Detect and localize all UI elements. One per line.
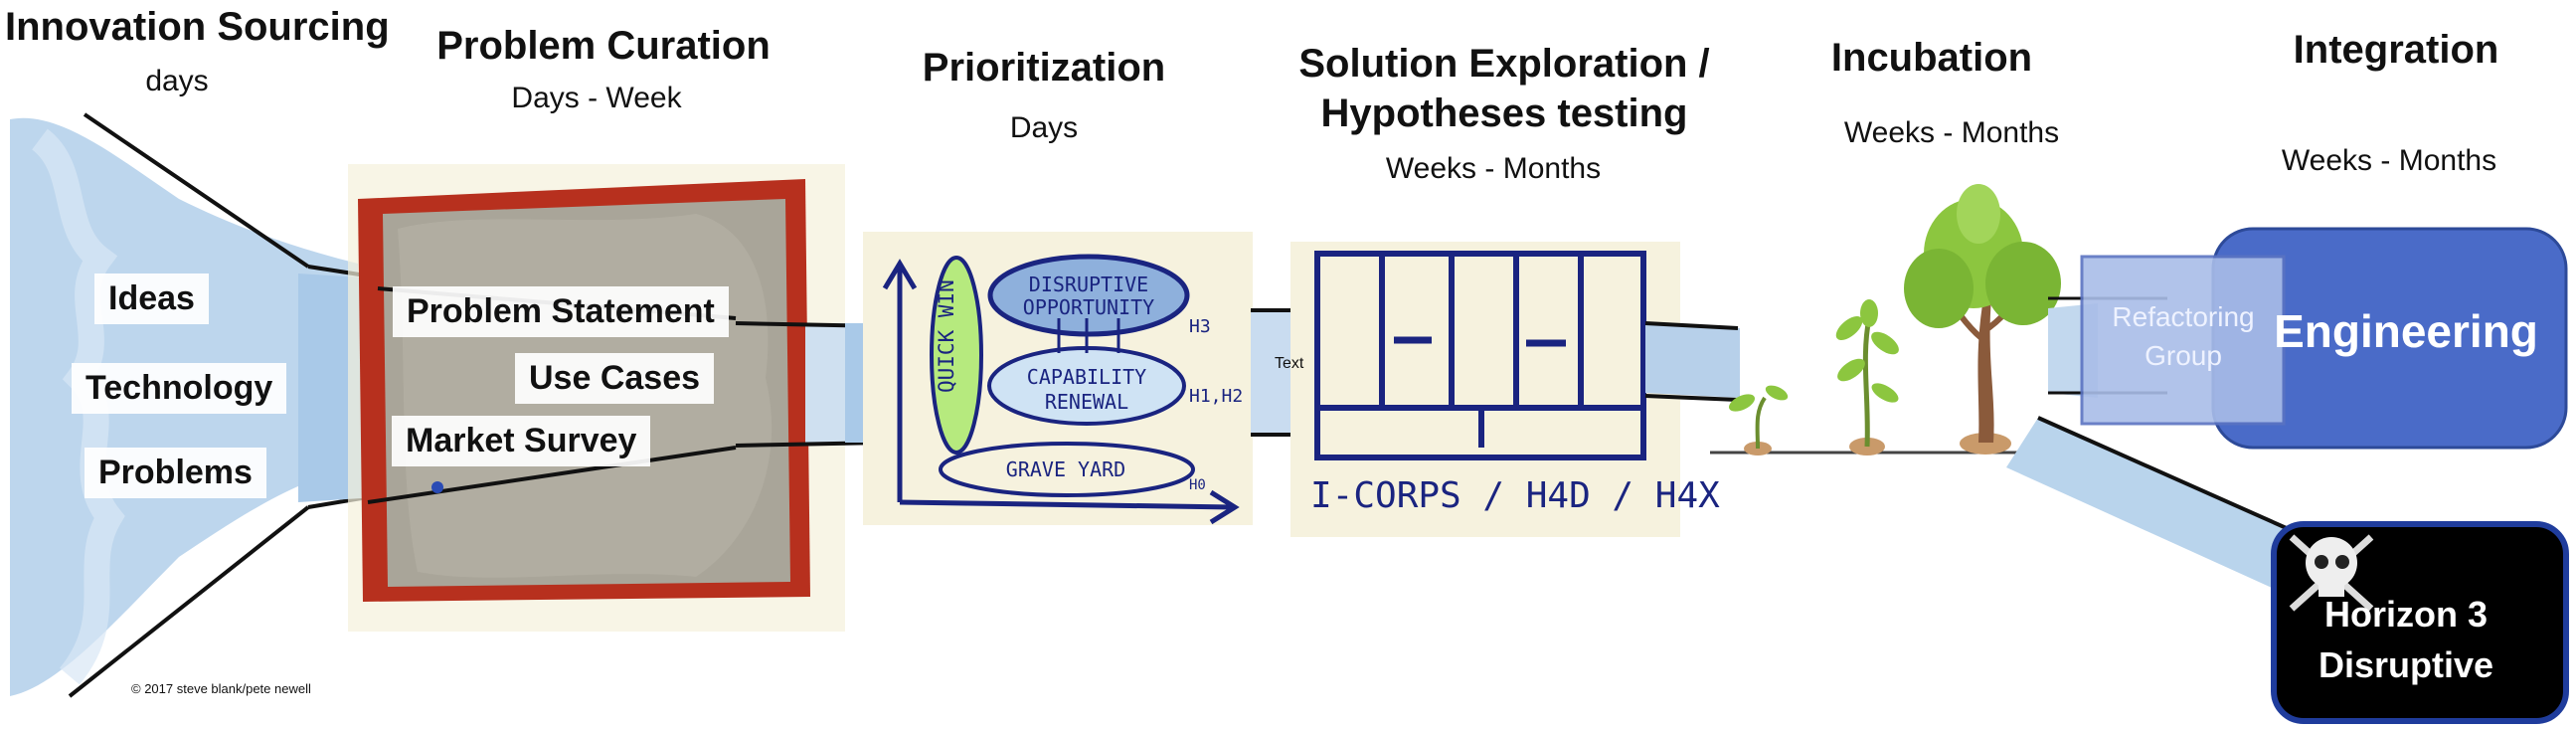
stage-2-duration: Days - Week [511,82,682,114]
stage-4-title-line2: Hypotheses testing [1320,91,1688,135]
curation-item-use-cases: Use Cases [515,353,715,404]
sourcing-item-ideas: Ideas [94,273,209,324]
small-plant-leaf-top [1860,299,1878,327]
sprout-leaf-left [1728,394,1756,412]
stage-3-title: Prioritization [922,46,1166,90]
sprout-stem [1755,396,1767,450]
h0-label: H0 [1189,477,1206,493]
connector-4-upper [1644,321,1739,330]
integration-diagonal-line [2037,416,2308,539]
sourcing-item-problems: Problems [85,448,266,498]
small-plant-leaf-2 [1871,331,1899,355]
connector-prioritization-exploration [1251,310,1290,435]
disruptive-label: DISRUPTIVE [1028,273,1149,296]
prioritization-x-axis [899,499,1234,510]
opportunity-label: OPPORTUNITY [1022,295,1155,319]
h3-label: H3 [1189,316,1211,337]
stage-4-duration: Weeks - Months [1385,152,1602,185]
sourcing-item-technology: Technology [72,363,287,414]
capability-label: CAPABILITY [1026,365,1147,389]
skull-crossbones-icon [2289,534,2374,612]
curation-dot [431,481,443,493]
h1h2-label: H1,H2 [1189,386,1244,407]
exploration-board [1290,242,1680,537]
exploration-caption: I-CORPS / H4D / H4X [1310,475,1720,516]
horizon-label-line2: Disruptive [2318,644,2494,685]
sprout-leaf-right [1765,385,1789,401]
prioritization-x-arrowhead [1209,489,1240,525]
horizon-label: Horizon 3 [2323,594,2489,635]
integration-diagonal-channel [2006,418,2307,597]
graveyard-label: GRAVE YARD [1005,457,1126,481]
copyright-note: © 2017 steve blank/pete newell [131,681,311,696]
small-plant-leaf-3 [1837,358,1865,382]
connector-4-lower [1644,394,1739,402]
small-plant-stem [1862,317,1872,448]
stage-1-title: Innovation Sourcing [5,5,390,49]
small-plant-leaf-1 [1835,316,1863,340]
stage-5-duration: Weeks - Months [1843,116,2060,149]
renewal-label: RENEWAL [1044,390,1129,414]
tree-soil [1960,433,2011,455]
tree-trunk [1977,298,1994,443]
refactoring-label-line2: Group [2145,340,2222,371]
graveyard-ellipse [939,442,1195,497]
connector-exploration-incubation [1645,323,1740,398]
disruptive-ellipse [987,254,1190,337]
stage-4-title: Solution Exploration / [1298,42,1710,86]
small-plant-leaf-4 [1871,383,1899,403]
tree-canopy-3 [1985,242,2061,325]
stage-3-duration: Days [1009,111,1079,144]
quick-win-label: QUICK WIN [935,279,958,393]
stage-6-duration: Weeks - Months [2281,144,2497,177]
stage-5-title: Incubation [1830,36,2033,80]
exploration-grid-outer [1314,251,1646,460]
sourcing-funnel-bottom-line [68,505,310,698]
stage-1-duration: days [145,65,209,97]
engineering-label: Engineering [2274,305,2538,357]
stage-6-title: Integration [2293,28,2499,72]
connector-lower-line [735,441,886,448]
curation-item-problem-statement: Problem Statement [393,286,729,337]
exploration-text-label: Text [1275,355,1304,372]
refactoring-box [2080,255,2286,426]
sourcing-funnel-top-line [83,112,310,269]
curation-item-market-survey: Market Survey [392,416,651,466]
quick-win-ellipse [930,256,983,455]
tree-canopy-4 [1957,184,2000,244]
refactoring-label: Refactoring [2112,301,2255,332]
prioritization-y-arrowhead [882,259,918,290]
tree-canopy-2 [1904,249,1974,328]
stage-2-title: Problem Curation [436,24,771,68]
curation-arrow-lower [367,446,737,504]
